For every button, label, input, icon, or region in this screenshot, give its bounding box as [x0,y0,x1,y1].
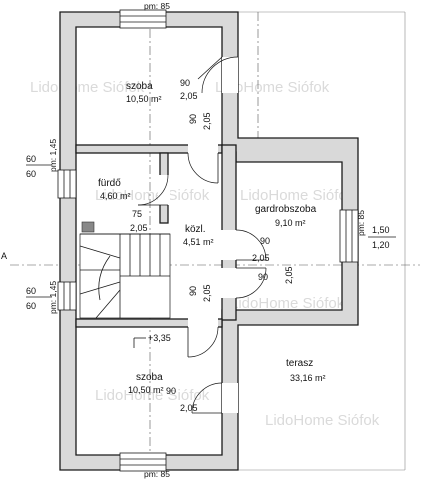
room-area-furdo: 4,60 m² [100,191,131,201]
room-name-kozl: közl. [185,224,206,235]
watermark-1: LidoHome Siófok [30,79,145,96]
watermark-group: LidoHome Siófok LidoHome Siófok LidoHome… [30,79,380,429]
door6-height: 2,05 [202,284,212,302]
window-left-bottom-label: pm: 1,45 [48,281,58,314]
left-a2-label: 60 [26,169,36,179]
watermark-5: LidoHome Siófok [230,295,345,312]
door4-height: 2,05 [252,253,270,263]
door2-height: 2,05 [202,112,212,130]
left-b2-label: 60 [26,301,36,311]
watermark-4: LidoHome Siófok [240,187,355,204]
right-h-label: 1,20 [372,240,390,250]
watermark-3: LidoHome Siófok [95,187,210,204]
door5-height: 2,05 [284,266,294,284]
window-top-label: pm: 85 [144,1,170,11]
door-openings [158,57,238,413]
door2-width: 90 [188,114,198,124]
door7-width: 90 [166,386,176,396]
room-area-kozl: 4,51 m² [183,237,214,247]
windows [57,9,359,472]
window-left-top-label: pm: 1,45 [48,139,58,172]
door1-height: 2,05 [180,91,198,101]
section-mark-label: A [1,251,7,261]
room-area-terasz: 33,16 m² [290,373,326,383]
left-b1-label: 60 [26,286,36,296]
watermark-6: LidoHome Siófok [95,387,210,404]
room-area-szoba-top: 10,50 m² [126,94,162,104]
room-labels: szoba 10,50 m² fürdő 4,60 m² gardrobszob… [98,81,326,395]
door5-width: 90 [258,272,268,282]
room-name-terasz: terasz [286,358,313,369]
dimension-labels: pm: 85 pm: 85 pm: 1,45 pm: 1,45 pm: 85 6… [1,1,396,479]
staircase [79,221,171,319]
door7-height: 2,05 [180,403,198,413]
terrace-outline [238,11,406,471]
door6-width: 90 [188,286,198,296]
room-area-gardrobszoba: 9,10 m² [275,218,306,228]
door4-width: 90 [260,236,270,246]
window-right-label: pm: 85 [356,210,366,236]
room-name-szoba-top: szoba [126,81,153,92]
door3-height: 2,05 [130,223,148,233]
room-name-szoba-bottom: szoba [136,372,163,383]
right-w-label: 1,50 [372,225,390,235]
level-label: +3,35 [148,333,171,343]
door1-width: 90 [180,78,190,88]
room-area-szoba-bottom: 10,50 m² [128,385,164,395]
room-name-furdo: fürdő [98,178,121,189]
watermark-7: LidoHome Siófok [265,412,380,429]
window-bottom-label: pm: 85 [144,469,170,479]
door3-width: 75 [132,209,142,219]
door-swings [137,56,267,414]
left-a1-label: 60 [26,154,36,164]
room-name-gardrobszoba: gardrobszoba [255,204,317,215]
watermark-2: LidoHome Siófok [215,79,330,96]
